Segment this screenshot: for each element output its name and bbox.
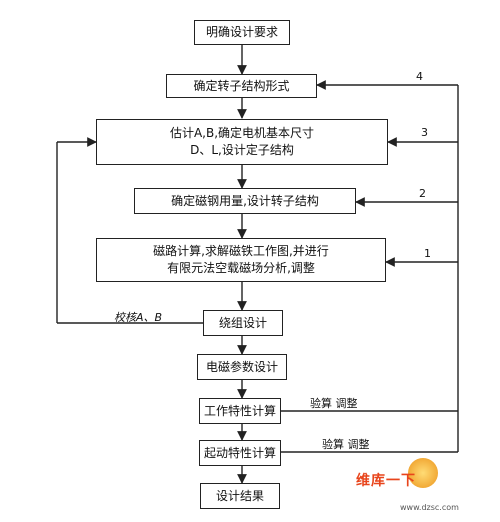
step-start-characteristic-calc-label: 起动特性计算 — [203, 445, 276, 460]
loop-label-3: 3 — [421, 126, 428, 139]
loop-label-2: 2 — [419, 187, 426, 200]
loop-label-verify-adjust-1: 验算 调整 — [310, 397, 358, 410]
step-electromagnetic-params: 电磁参数设计 — [197, 354, 287, 380]
step-magnetic-circuit: 磁路计算,求解磁铁工作图,并进行 有限元法空载磁场分析,调整 — [96, 238, 386, 282]
step-estimate-dimensions-line1: 估计A,B,确定电机基本尺寸 — [169, 126, 315, 140]
step-work-characteristic-calc-label: 工作特性计算 — [203, 403, 276, 418]
step-start-characteristic-calc: 起动特性计算 — [199, 440, 281, 466]
watermark-url: www.dzsc.com — [400, 503, 459, 512]
step-electromagnetic-params-label: 电磁参数设计 — [205, 359, 278, 374]
step-rotor-structure-form-label: 确定转子结构形式 — [193, 78, 290, 93]
loop-label-1: 1 — [424, 247, 431, 260]
step-winding-design: 绕组设计 — [203, 310, 283, 336]
step-estimate-dimensions: 估计A,B,确定电机基本尺寸 D、L,设计定子结构 — [96, 119, 388, 165]
loop-label-4: 4 — [416, 70, 423, 83]
step-clarify-requirements: 明确设计要求 — [194, 20, 290, 45]
watermark-main-text: 维库一下 — [356, 473, 416, 489]
step-magnet-rotor-design: 确定磁钢用量,设计转子结构 — [134, 188, 356, 214]
step-estimate-dimensions-line2: D、L,设计定子结构 — [190, 143, 294, 157]
loop-label-check-ab: 校核A、B — [114, 311, 163, 324]
step-rotor-structure-form: 确定转子结构形式 — [166, 74, 317, 98]
step-design-result-label: 设计结果 — [215, 488, 264, 503]
step-design-result: 设计结果 — [200, 483, 280, 509]
step-clarify-requirements-label: 明确设计要求 — [205, 25, 278, 39]
watermark-logo: 维库一下 — [356, 458, 438, 490]
step-work-characteristic-calc: 工作特性计算 — [199, 398, 281, 424]
loop-label-verify-adjust-2: 验算 调整 — [322, 438, 370, 451]
watermark-badge — [408, 458, 438, 488]
step-magnetic-circuit-line1: 磁路计算,求解磁铁工作图,并进行 — [153, 244, 329, 258]
step-winding-design-label: 绕组设计 — [218, 315, 267, 330]
step-magnet-rotor-design-label: 确定磁钢用量,设计转子结构 — [171, 193, 319, 208]
step-magnetic-circuit-line2: 有限元法空载磁场分析,调整 — [167, 261, 315, 275]
